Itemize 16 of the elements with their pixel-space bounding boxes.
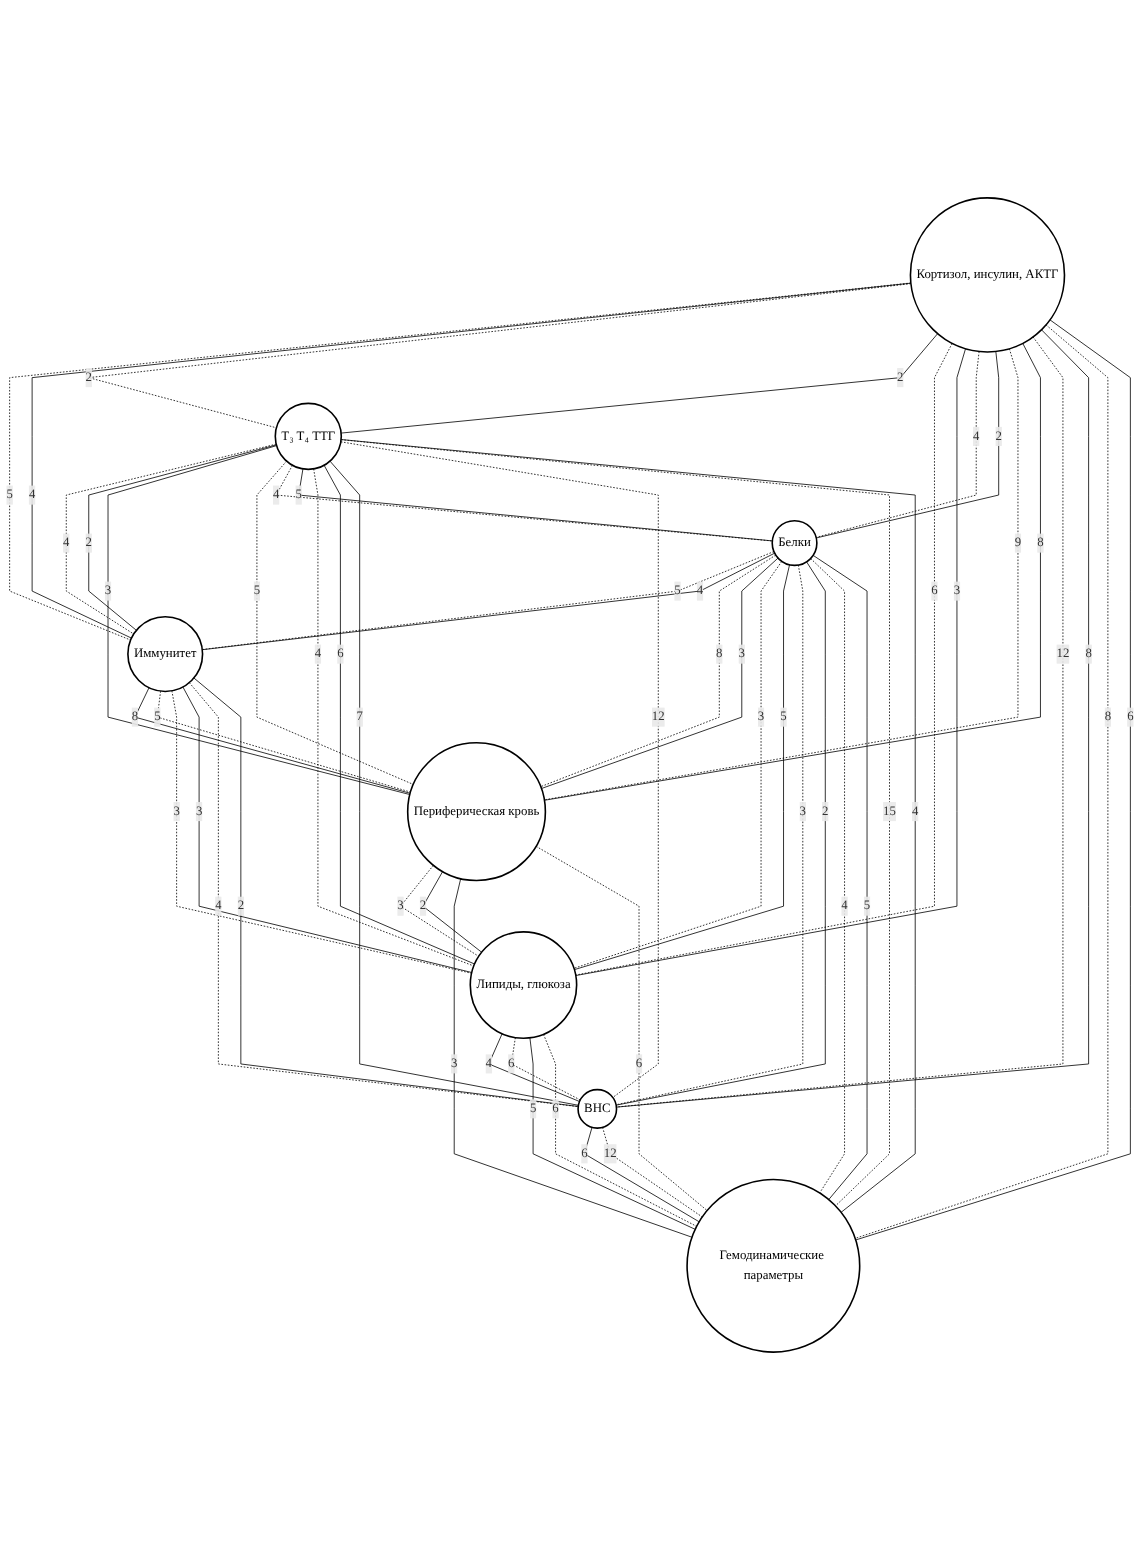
connector xyxy=(510,1037,581,1101)
connector xyxy=(88,283,912,429)
connector xyxy=(422,871,482,953)
connector xyxy=(584,1126,700,1223)
connector xyxy=(329,460,579,1106)
connector xyxy=(107,445,411,795)
connector xyxy=(453,878,693,1238)
connector xyxy=(400,864,480,957)
connector xyxy=(340,441,659,1098)
connector xyxy=(256,460,414,785)
connector xyxy=(340,333,939,434)
connector xyxy=(535,845,708,1211)
connector xyxy=(812,555,868,1200)
connector xyxy=(488,1033,580,1102)
connector xyxy=(602,1126,703,1218)
connector xyxy=(810,558,845,1194)
